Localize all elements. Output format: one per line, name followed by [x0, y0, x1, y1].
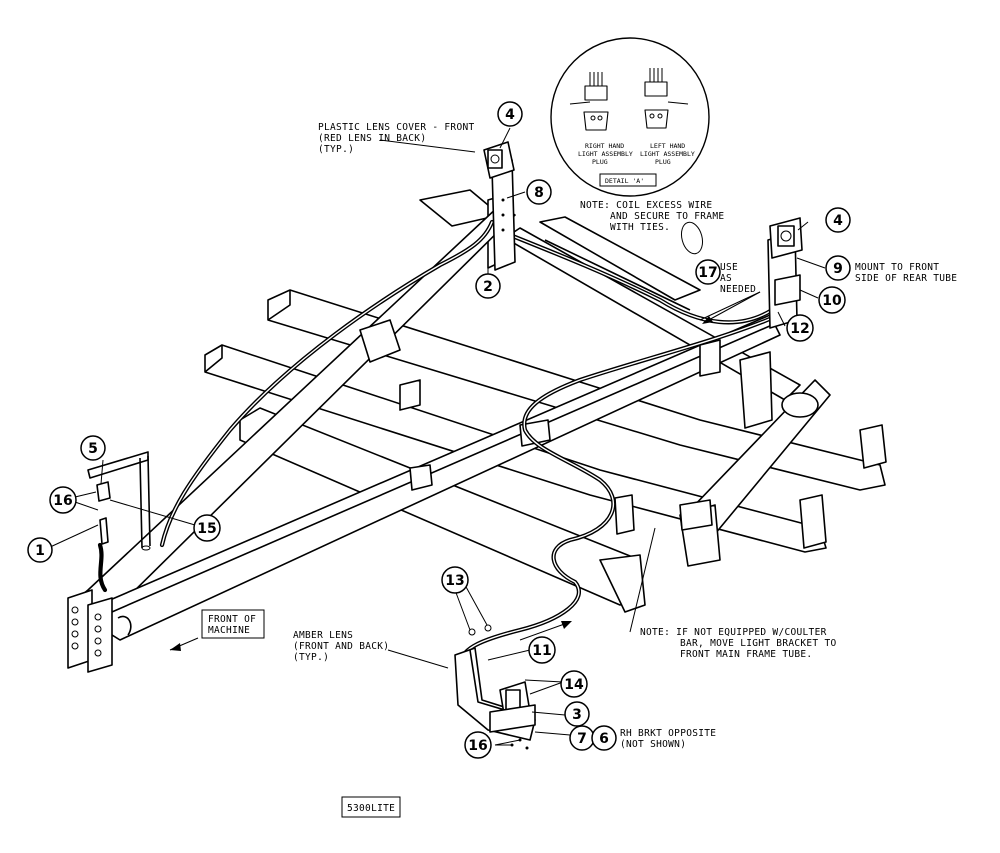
rh-note-line1: RH BRKT OPPOSITE — [620, 728, 716, 739]
detail-a-title: DETAIL 'A' — [605, 177, 644, 185]
callout-13: 13 — [441, 566, 469, 594]
lens-note-line1: PLASTIC LENS COVER - FRONT — [318, 122, 475, 133]
callout-8: 8 — [526, 179, 552, 205]
svg-text:15: 15 — [197, 521, 216, 537]
callout-6: 6 — [591, 725, 617, 751]
amber-note-line1: AMBER LENS — [293, 630, 353, 641]
coulter-note-line3: FRONT MAIN FRAME TUBE. — [680, 649, 812, 660]
svg-text:12: 12 — [790, 321, 809, 337]
svg-text:17: 17 — [698, 265, 717, 281]
coil-note-line3: WITH TIES. — [610, 222, 670, 233]
rh-plug-line3: PLUG — [592, 158, 608, 166]
use-note-line3: NEEDED — [720, 284, 756, 295]
rh-note-line2: (NOT SHOWN) — [620, 739, 686, 750]
use-note-line2: AS — [720, 273, 732, 284]
wire-coil — [680, 221, 704, 255]
callout-3: 3 — [564, 701, 590, 727]
coil-note-line1: NOTE: COIL EXCESS WIRE — [580, 200, 712, 211]
coulter-note-line1: NOTE: IF NOT EQUIPPED W/COULTER — [640, 627, 827, 638]
mount-note-line1: MOUNT TO FRONT — [855, 262, 939, 273]
use-note-line1: USE — [720, 262, 738, 273]
svg-text:1: 1 — [35, 543, 45, 559]
detail-a: RIGHT HAND LIGHT ASSEMBLY PLUG LEFT HAND… — [550, 37, 710, 197]
callout-10: 10 — [818, 286, 846, 314]
part-code: 5300LITE — [347, 803, 395, 814]
wire-harness — [97, 219, 778, 673]
lh-plug-line3: PLUG — [655, 158, 671, 166]
lh-plug-line1: LEFT HAND — [650, 142, 685, 150]
lights — [96, 141, 803, 750]
notes: PLASTIC LENS COVER - FRONT (RED LENS IN … — [201, 122, 957, 818]
rh-plug-line2: LIGHT ASSEMBLY — [578, 150, 633, 158]
rh-plug-line1: RIGHT HAND — [585, 142, 624, 150]
svg-text:5: 5 — [88, 441, 98, 457]
svg-text:7: 7 — [577, 731, 587, 747]
lh-plug-line2: LIGHT ASSEMBLY — [640, 150, 695, 158]
callout-17: 17 — [695, 259, 721, 285]
callout-14: 14 — [560, 670, 588, 698]
svg-text:16: 16 — [53, 493, 72, 509]
coulter-note-line2: BAR, MOVE LIGHT BRACKET TO — [680, 638, 837, 649]
callout-16-bottom: 16 — [464, 731, 492, 759]
svg-text:11: 11 — [532, 643, 551, 659]
svg-text:8: 8 — [534, 185, 544, 201]
callout-7: 7 — [569, 725, 595, 751]
coulter-bar-upper — [267, 289, 886, 491]
svg-text:9: 9 — [833, 261, 843, 277]
direction-arrows — [169, 291, 761, 651]
svg-text:2: 2 — [483, 279, 493, 295]
leader-lines — [47, 127, 826, 746]
svg-text:14: 14 — [564, 677, 584, 693]
callout-4-right: 4 — [825, 207, 851, 233]
svg-text:3: 3 — [572, 707, 582, 723]
mount-note-line2: SIDE OF REAR TUBE — [855, 273, 957, 284]
callout-9: 9 — [825, 255, 851, 281]
svg-text:6: 6 — [599, 731, 609, 747]
callout-4-left: 4 — [497, 101, 523, 127]
callout-11: 11 — [528, 636, 556, 664]
callout-2: 2 — [475, 273, 501, 299]
callout-16-left: 16 — [49, 486, 77, 514]
callout-1: 1 — [27, 537, 53, 563]
callout-12: 12 — [786, 314, 814, 342]
lens-note-line3: (TYP.) — [318, 144, 354, 155]
svg-text:4: 4 — [833, 213, 843, 229]
machine-frame — [67, 189, 887, 673]
front-note-line2: MACHINE — [208, 625, 250, 636]
svg-text:16: 16 — [468, 738, 487, 754]
svg-text:4: 4 — [505, 107, 515, 123]
callouts: 4 8 2 4 9 10 12 17 5 16 1 15 13 11 14 3 … — [27, 101, 851, 759]
coil-note-line2: AND SECURE TO FRAME — [610, 211, 724, 222]
amber-note-line2: (FRONT AND BACK) — [293, 641, 389, 652]
connector-plug — [96, 481, 111, 502]
callout-5: 5 — [80, 435, 106, 461]
lens-note-line2: (RED LENS IN BACK) — [318, 133, 426, 144]
svg-text:13: 13 — [445, 573, 464, 589]
amber-note-line3: (TYP.) — [293, 652, 329, 663]
callout-15: 15 — [193, 514, 221, 542]
front-note-line1: FRONT OF — [208, 614, 256, 625]
svg-text:10: 10 — [822, 293, 842, 309]
